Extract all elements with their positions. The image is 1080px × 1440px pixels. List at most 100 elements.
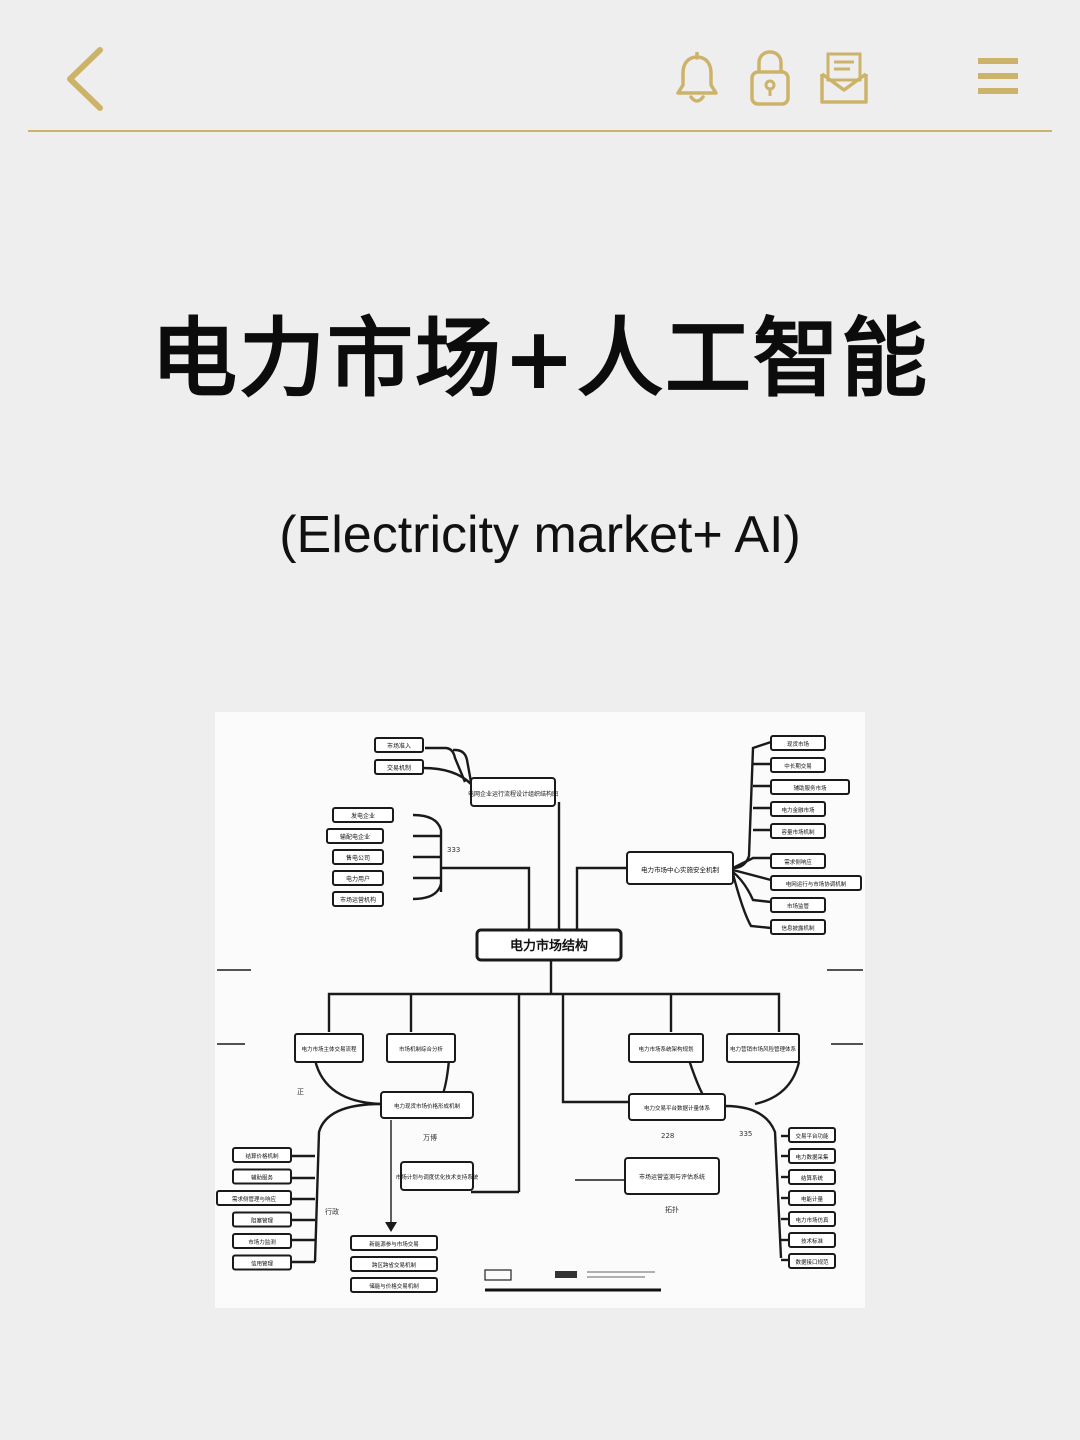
node-left-hub-label: 电力现货市场价格形成机制 — [394, 1102, 461, 1110]
node-right-list-item: 中长期交易 — [770, 757, 826, 773]
node-top-left-hub-label: 电网企业运行流程设计组织结构图 — [468, 790, 558, 798]
connector — [732, 868, 772, 882]
node-top-left-leaf-label: 市场准入 — [387, 742, 411, 750]
footer-logo-mark — [555, 1271, 577, 1278]
node-left-bottom-item-label: 信用管理 — [251, 1260, 274, 1268]
connector — [422, 766, 472, 785]
diagram-annotation: 行政 — [325, 1207, 339, 1216]
node-top-right-hub-label: 电力市场中心实施安全机制 — [641, 865, 720, 874]
node-left-bottom-item: 需求侧管理与响应 — [216, 1190, 292, 1206]
node-left-bottom-item: 结算价格机制 — [232, 1147, 292, 1163]
node-bottom-item-label: 新能源参与市场交易 — [369, 1240, 419, 1248]
node-right-list-item: 电力金融市场 — [770, 801, 826, 817]
connector — [575, 866, 627, 930]
node-right-list-item-label: 电网运行与市场协调机制 — [786, 880, 847, 888]
diagram-annotation: 335 — [739, 1130, 752, 1138]
node-right-list-item: 电网运行与市场协调机制 — [770, 875, 862, 891]
connector — [425, 746, 467, 783]
node-mid-row-item: 电力市场主体交易流程 — [294, 1033, 364, 1063]
node-left-list-item-label: 电力用户 — [346, 875, 370, 883]
menu-icon[interactable] — [976, 56, 1020, 96]
node-center-box-label: 市场计划与调度优化技术支持系统 — [396, 1173, 479, 1181]
node-left-list-item: 电力用户 — [332, 870, 384, 886]
node-mid-row-item: 电力营销市场风险管理体系 — [726, 1033, 800, 1063]
footer-logo-mark — [484, 1269, 512, 1281]
node-left-bottom-item: 市场力监测 — [232, 1233, 292, 1249]
node-right-list-item: 现货市场 — [770, 735, 826, 751]
node-right-list-item-label: 市场监管 — [787, 902, 810, 910]
connector — [731, 873, 772, 930]
node-left-list-item: 输配电企业 — [326, 828, 384, 844]
node-right-bottom-item: 技术标准 — [788, 1232, 836, 1248]
mind-map-image: 电力市场结构 电网企业运行流程设计组织结构图 电力市场中心实施安全机制 市场计划… — [215, 712, 865, 1308]
node-right-list-item-label: 电力金融市场 — [781, 806, 815, 814]
node-right-bottom-item: 数据接口规范 — [788, 1253, 836, 1269]
node-right-list-item: 容量市场机制 — [770, 823, 826, 839]
diagram-annotation: 拓扑 — [665, 1205, 679, 1214]
node-right-list-item-label: 容量市场机制 — [781, 828, 815, 836]
node-left-bottom-item-label: 需求侧管理与响应 — [232, 1195, 277, 1203]
node-right-list-item: 辅助服务市场 — [770, 779, 850, 795]
node-right-list-item-label: 现货市场 — [787, 740, 810, 748]
node-left-list-item: 市场运营机构 — [332, 891, 384, 907]
connector — [412, 883, 443, 901]
node-bottom-item: 储能与价格交易机制 — [350, 1277, 438, 1293]
node-right-bottom-item-label: 电力数据采集 — [795, 1153, 829, 1161]
node-right-bottom-item-label: 电能计量 — [801, 1195, 824, 1203]
node-left-bottom-item-label: 阻塞管理 — [251, 1217, 274, 1225]
node-mid-row-item-label: 市场机制综合分析 — [399, 1045, 444, 1053]
mind-map-svg: 电力市场结构 电网企业运行流程设计组织结构图 电力市场中心实施安全机制 市场计划… — [216, 735, 863, 1293]
diagram-annotation: 万博 — [423, 1133, 437, 1142]
node-mid-row-item-label: 电力市场主体交易流程 — [301, 1045, 357, 1053]
node-bottom-item-label: 跨区跨省交易机制 — [372, 1261, 417, 1269]
node-right-bottom-item: 电力市场仿真 — [788, 1211, 836, 1227]
lock-icon[interactable] — [748, 48, 792, 108]
connector — [412, 813, 443, 892]
node-left-list-item-label: 市场运营机构 — [340, 896, 376, 904]
header-divider — [28, 130, 1052, 132]
connector — [732, 856, 771, 870]
connector — [313, 1102, 382, 1263]
node-bottom-item: 新能源参与市场交易 — [350, 1235, 438, 1251]
connector — [441, 866, 531, 930]
node-left-list-item: 发电企业 — [332, 807, 394, 823]
mail-icon[interactable] — [818, 50, 870, 106]
node-left-hub: 电力现货市场价格形成机制 — [380, 1091, 474, 1119]
node-right-bottom-item: 电能计量 — [788, 1190, 836, 1206]
node-top-left-leaf: 交易机制 — [374, 759, 424, 775]
node-right-list-item-label: 信息披露机制 — [781, 924, 815, 932]
connector — [561, 994, 649, 1104]
node-right-bottom-item-label: 数据接口规范 — [795, 1258, 829, 1266]
mid-row: 电力市场主体交易流程 市场机制综合分析 电力市场系统架构规划 电力营销市场风险管理体系 — [294, 1033, 800, 1063]
node-mid-row-item-label: 电力市场系统架构规划 — [638, 1045, 693, 1053]
node-center-box: 市场计划与调度优化技术支持系统 — [396, 1161, 479, 1191]
node-right-bottom-item-label: 结算系统 — [801, 1174, 824, 1182]
bell-icon[interactable] — [674, 52, 720, 106]
node-top-left-leaf: 市场准入 — [374, 737, 424, 753]
page-title: 电力市场+人工智能 — [150, 309, 930, 409]
node-left-bottom-item-label: 市场力监测 — [248, 1238, 276, 1246]
node-top-left-leaf-label: 交易机制 — [387, 764, 411, 772]
back-chevron-left-icon[interactable] — [62, 44, 106, 114]
connector — [313, 1059, 382, 1106]
node-mid-row-item: 电力市场系统架构规划 — [628, 1033, 704, 1063]
node-left-list-item-label: 发电企业 — [351, 812, 375, 820]
connector — [453, 748, 473, 783]
node-root: 电力市场结构 — [475, 928, 623, 962]
node-right-hub: 电力交易平台数据计量体系 — [628, 1093, 726, 1121]
node-right-list-item: 需求侧响应 — [770, 853, 826, 869]
node-right-list-item-label: 需求侧响应 — [784, 858, 812, 866]
node-mid-row-item-label: 电力营销市场风险管理体系 — [730, 1045, 797, 1053]
node-mid-row-item: 市场机制综合分析 — [386, 1033, 456, 1063]
connector — [754, 1061, 801, 1106]
node-left-list-item-label: 售电公司 — [346, 854, 370, 862]
diagram-annotation: 正 — [297, 1088, 304, 1096]
node-right-bottom-item-label: 电力市场仿真 — [795, 1216, 829, 1224]
node-center-right-box-label: 市场运营监测与评估系统 — [639, 1173, 705, 1181]
node-right-list-item-label: 辅助服务市场 — [793, 784, 827, 792]
